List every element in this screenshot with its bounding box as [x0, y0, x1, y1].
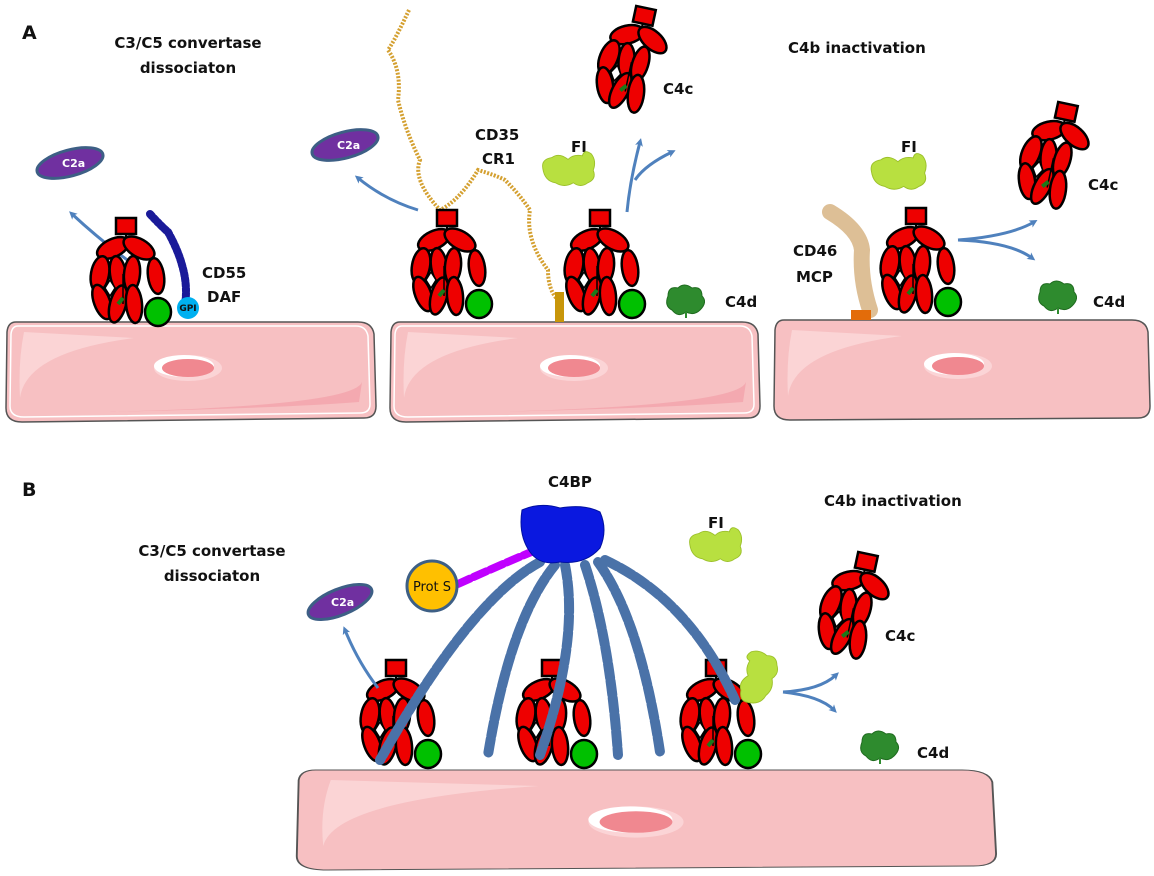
release-arrow-b	[342, 626, 380, 689]
cd46-label: CD46	[793, 242, 837, 260]
ccp-chain-2	[483, 560, 560, 760]
fi-label-b: FI	[708, 514, 724, 532]
panel-b-inactivation-title: C4b inactivation	[824, 492, 962, 510]
factor-i-a2	[870, 153, 927, 190]
cleavage-arrow-a3-down	[957, 238, 1036, 261]
nucleus-a1	[154, 355, 222, 381]
panel-a-convertase-title-line2: dissociaton	[140, 59, 236, 77]
mcp-label: MCP	[796, 268, 833, 286]
release-arrow-a2	[354, 175, 419, 212]
c4c-label-a1: C4c	[663, 80, 693, 98]
ccp-chain-3	[535, 560, 575, 760]
c4b-bound-cr1	[409, 210, 492, 318]
c4bp-label: C4BP	[548, 473, 592, 491]
c4d-fragment-b	[859, 730, 900, 765]
panel-a-inactivation-title: C4b inactivation	[788, 39, 926, 57]
c4c-fragment-a1	[584, 0, 680, 121]
c4bp-beta-chain	[454, 546, 540, 588]
ccp-chain-5	[593, 557, 665, 757]
svg-text:C2a: C2a	[331, 596, 354, 609]
cr1-anchor	[555, 292, 564, 322]
daf-label: DAF	[207, 288, 241, 306]
c2a-a1: C2a	[32, 140, 108, 186]
cr1-label: CR1	[482, 150, 515, 168]
c4d-label-a2: C4d	[1093, 293, 1125, 311]
protein-s	[405, 559, 459, 613]
c4bp-alpha-chains	[375, 555, 740, 765]
c4d-label-a1: C4d	[725, 293, 757, 311]
c4c-fragment-b	[806, 544, 902, 667]
factor-i-b-free	[689, 527, 743, 562]
nucleus-b	[588, 806, 684, 838]
cleavage-arrow-b-down	[782, 690, 837, 713]
c2a-b: C2a	[302, 575, 378, 629]
panel-letter-b: B	[22, 479, 36, 501]
ccp-chain-1	[375, 557, 545, 765]
svg-text:C2a: C2a	[337, 139, 360, 152]
c4b-cleaved-cr1	[562, 210, 645, 318]
cleavage-arrow-b-up	[782, 672, 839, 694]
cleavage-arrow-a3-up	[957, 219, 1038, 242]
cd55-label: CD55	[202, 264, 246, 282]
c4d-fragment-a1	[665, 284, 706, 319]
c4d-label-b: C4d	[917, 744, 949, 762]
nucleus-a3	[924, 353, 992, 379]
nucleus-a2	[540, 355, 608, 381]
cd46-mcp-protein	[822, 204, 878, 318]
gpi-label: GPI	[179, 304, 196, 314]
ccp-chain-4	[580, 560, 623, 760]
fi-label-a2: FI	[901, 138, 917, 156]
cleavage-arrow-a2-right	[633, 150, 676, 181]
c4c-fragment-a2	[1006, 94, 1102, 217]
mcp-anchor	[851, 310, 871, 320]
c4c-label-b: C4c	[885, 627, 915, 645]
svg-text:C2a: C2a	[62, 157, 85, 170]
c4d-fragment-a2	[1037, 280, 1078, 315]
cleavage-arrow-a2-up	[625, 138, 643, 213]
panel-b-convertase-title-line2: dissociaton	[164, 567, 260, 585]
c4bp-core	[520, 504, 605, 564]
prot-s-label: Prot S	[413, 580, 451, 595]
ccp-chain-6	[600, 555, 740, 705]
c4b-bound-mcp	[878, 208, 961, 316]
c4b2a-convertase-a1	[88, 218, 171, 326]
c4c-label-a2: C4c	[1088, 176, 1118, 194]
fi-label-a1: FI	[571, 138, 587, 156]
panel-b-convertase-title-line1: C3/C5 convertase	[138, 542, 285, 560]
c2a-a2: C2a	[307, 122, 383, 168]
factor-i-a1	[542, 151, 596, 186]
panel-a-convertase-title-line1: C3/C5 convertase	[114, 34, 261, 52]
cd55-daf-protein	[146, 210, 190, 309]
cd35-label: CD35	[475, 126, 519, 144]
panel-letter-a: A	[22, 22, 37, 44]
cd35-cr1-protein	[385, 9, 560, 302]
release-arrow-a1	[69, 211, 131, 264]
gpi-anchor	[177, 297, 199, 319]
